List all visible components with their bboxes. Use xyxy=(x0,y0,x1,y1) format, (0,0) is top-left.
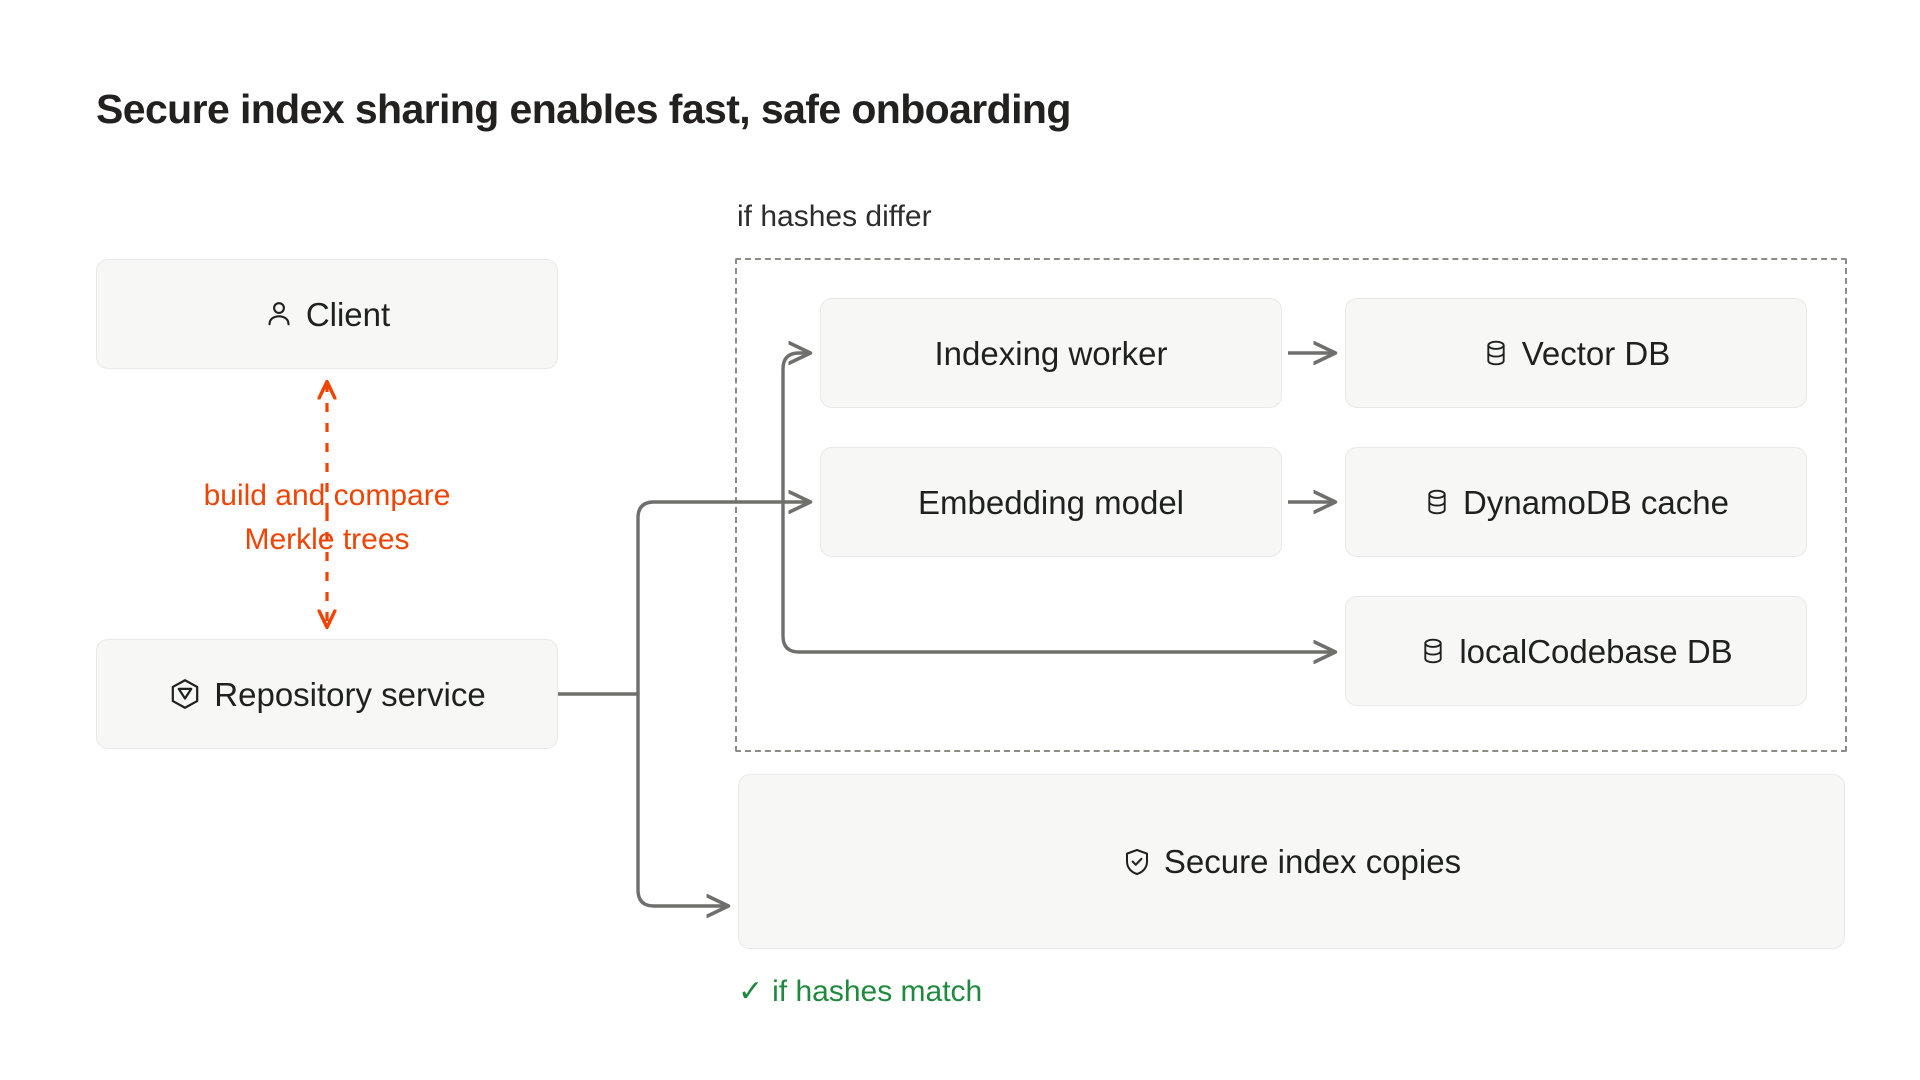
edge-label-merkle-line-1: build and compare xyxy=(203,479,451,512)
database-icon xyxy=(1423,485,1451,519)
edge-label-if-hashes-match-text: if hashes match xyxy=(772,975,983,1008)
node-repository-service-label: Repository service xyxy=(214,675,486,713)
shield-check-icon xyxy=(1122,845,1152,879)
node-embedding-model[interactable]: Embedding model xyxy=(820,447,1282,557)
edge-label-merkle-trees: build and compare Merkle trees xyxy=(96,474,558,562)
group-label-if-hashes-differ: if hashes differ xyxy=(737,200,932,233)
database-icon xyxy=(1419,634,1447,668)
node-indexing-worker-label: Indexing worker xyxy=(934,334,1168,372)
edge-label-if-hashes-match: ✓ if hashes match xyxy=(738,975,982,1009)
package-cube-icon xyxy=(168,676,202,712)
node-vector-db[interactable]: Vector DB xyxy=(1345,298,1807,408)
page-title: Secure index sharing enables fast, safe … xyxy=(96,86,1071,132)
node-indexing-worker[interactable]: Indexing worker xyxy=(820,298,1282,408)
node-client-label: Client xyxy=(305,295,391,333)
database-icon xyxy=(1482,336,1510,370)
edge-label-merkle-line-2: Merkle trees xyxy=(244,523,410,556)
node-localcodebase-db-label: localCodebase DB xyxy=(1459,632,1733,670)
check-icon: ✓ xyxy=(738,975,764,1008)
user-icon xyxy=(264,297,294,331)
node-dynamodb-cache-label: DynamoDB cache xyxy=(1463,483,1729,521)
node-secure-index-copies[interactable]: Secure index copies xyxy=(738,774,1845,949)
node-repository-service[interactable]: Repository service xyxy=(96,639,558,749)
node-localcodebase-db[interactable]: localCodebase DB xyxy=(1345,596,1807,706)
node-dynamodb-cache[interactable]: DynamoDB cache xyxy=(1345,447,1807,557)
node-embedding-model-label: Embedding model xyxy=(918,483,1184,521)
node-secure-index-copies-label: Secure index copies xyxy=(1163,843,1462,880)
node-client[interactable]: Client xyxy=(96,259,558,369)
node-vector-db-label: Vector DB xyxy=(1521,334,1671,372)
